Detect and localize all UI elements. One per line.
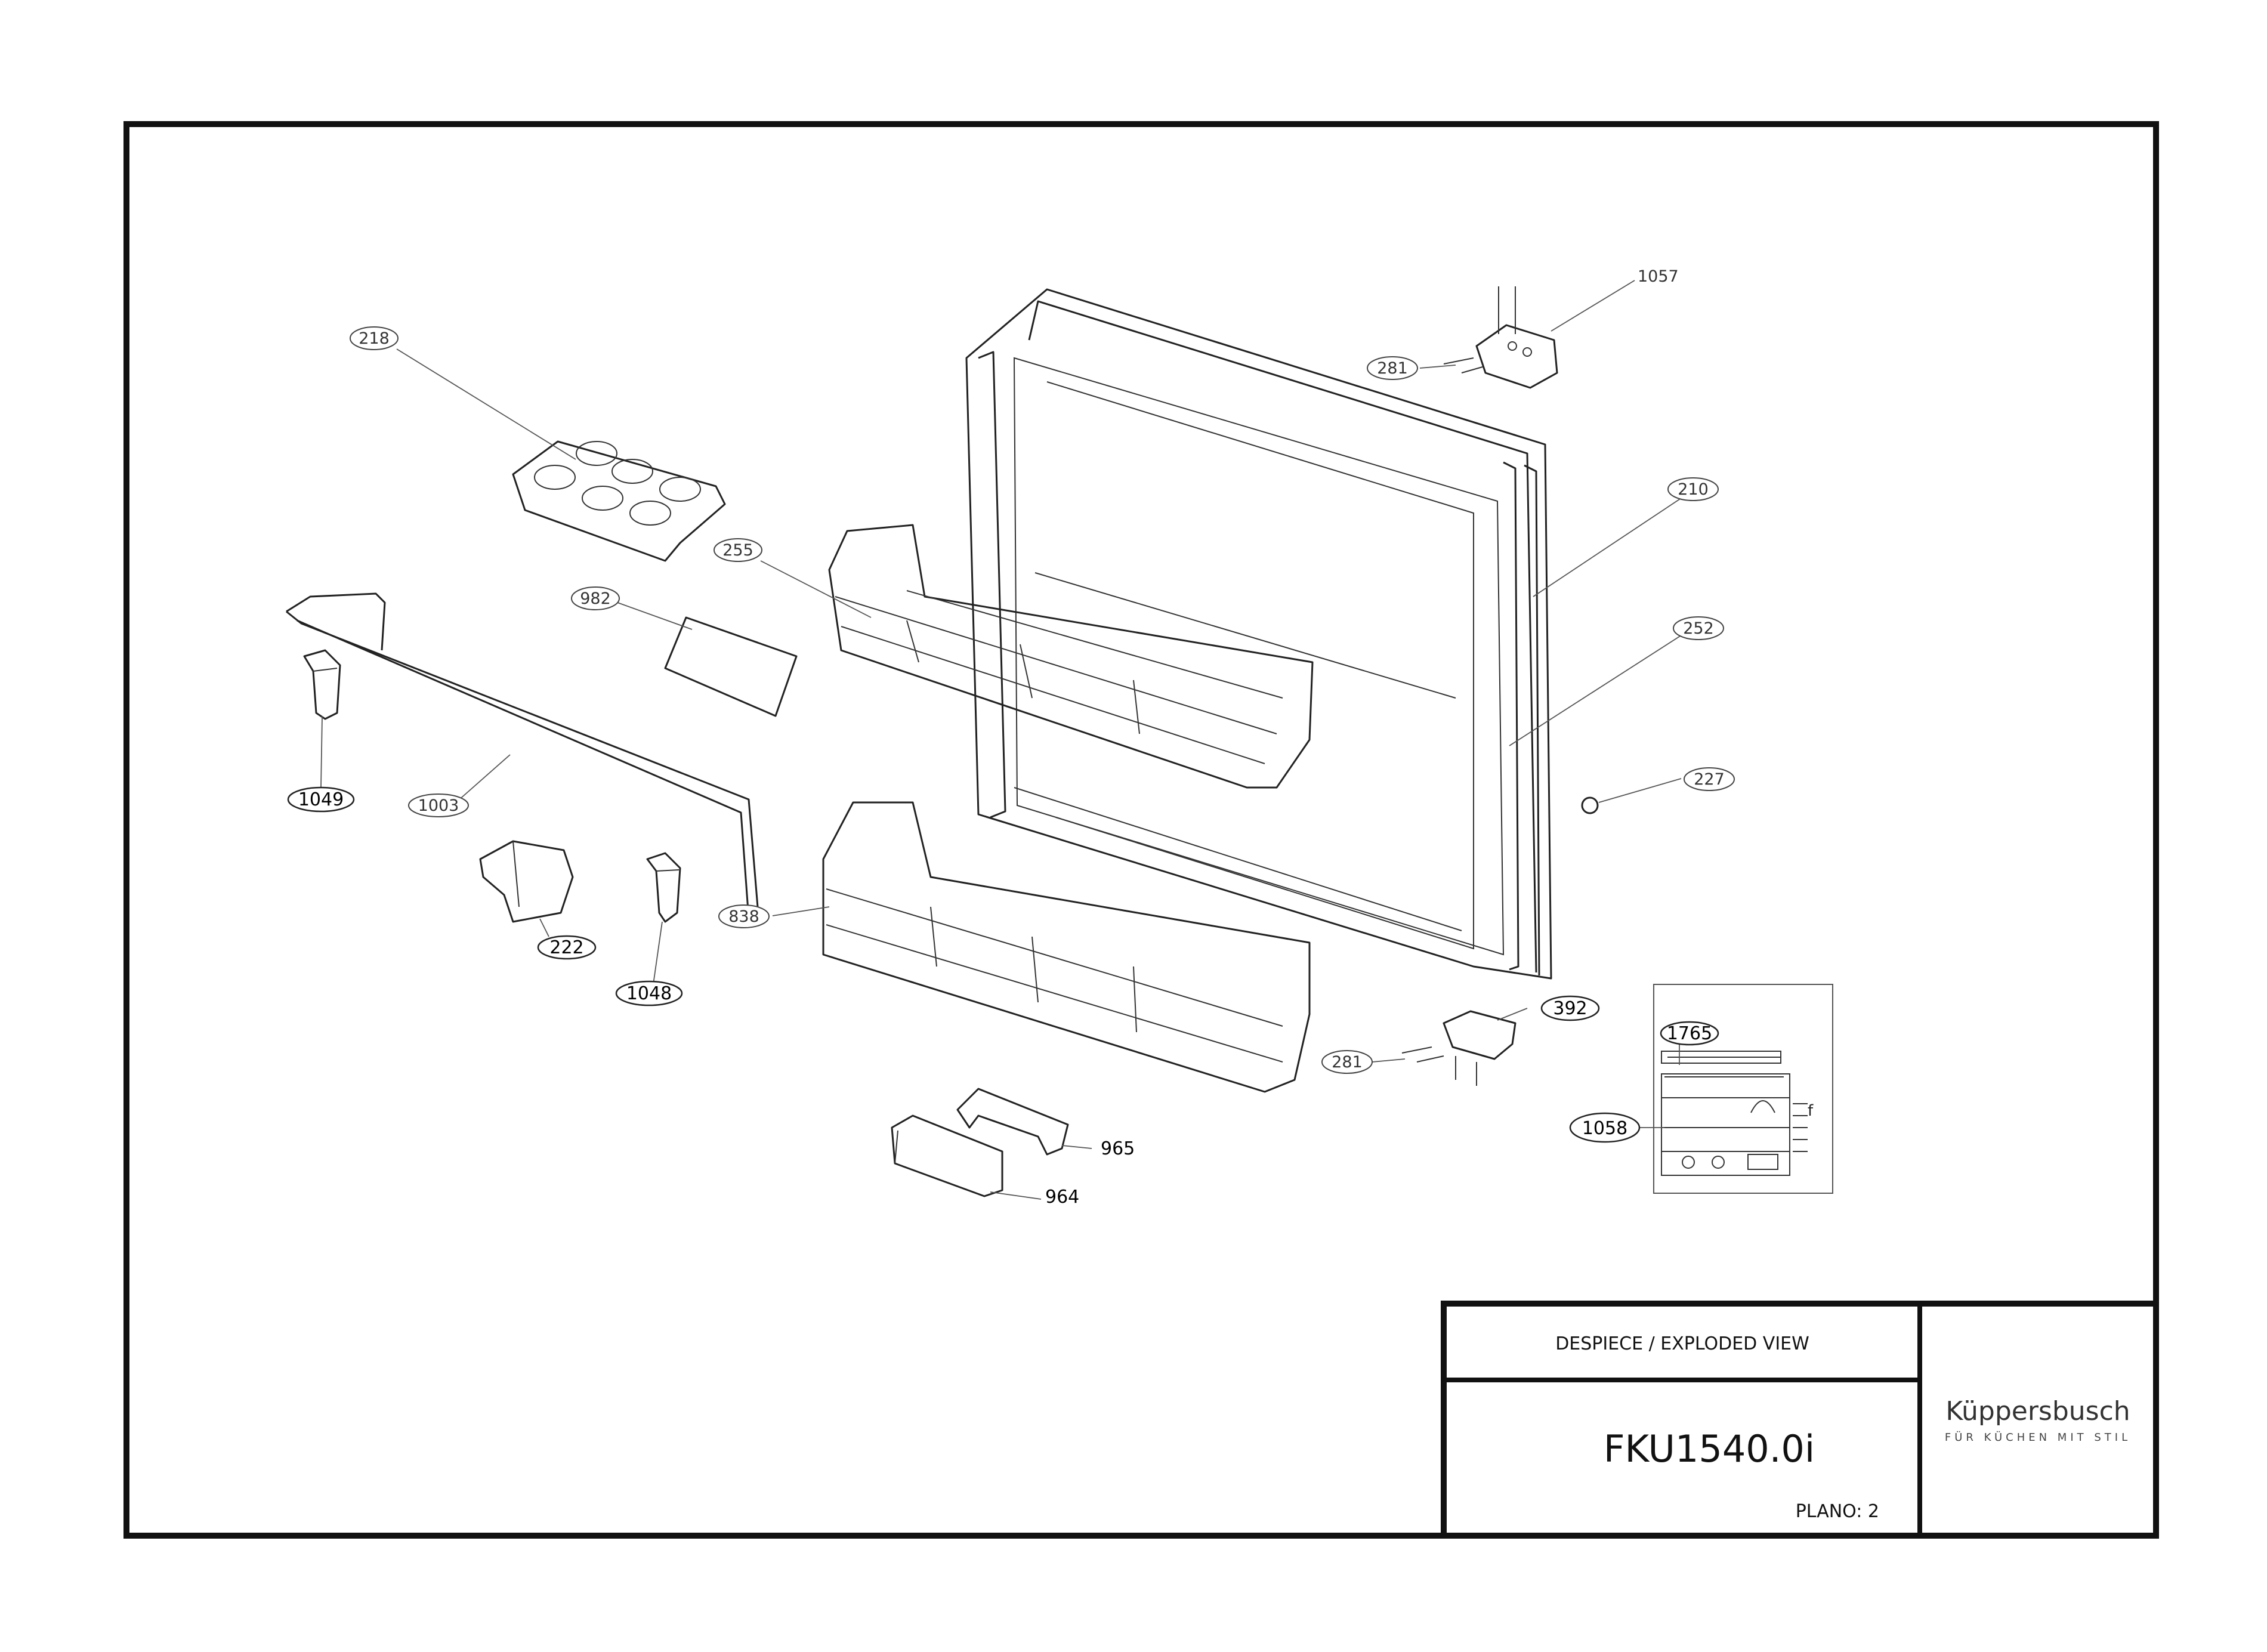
callout-1049: 1049: [287, 786, 355, 813]
flap-part: [664, 616, 798, 717]
callout-222-label: 222: [549, 937, 583, 958]
callout-218: 218: [350, 326, 399, 350]
callout-1003: 1003: [408, 793, 469, 817]
lower-door-shelf-part: [822, 801, 1311, 1093]
callout-982-label: 982: [580, 589, 611, 608]
model-number: FKU1540.0i: [1604, 1427, 1815, 1471]
door-frame-part: [965, 288, 1552, 980]
callout-218-label: 218: [359, 329, 390, 348]
control-panel-inset: f: [1653, 984, 1833, 1194]
hinge-1057-part: [1443, 286, 1558, 389]
callout-964: 964: [1045, 1187, 1079, 1208]
callout-964-label: 964: [1045, 1187, 1079, 1208]
callout-965: 965: [1101, 1138, 1135, 1159]
callout-392: 392: [1540, 995, 1600, 1021]
callout-252-label: 252: [1683, 619, 1714, 638]
callout-255-label: 255: [722, 541, 753, 560]
callout-1058: 1058: [1569, 1112, 1641, 1143]
clip-1049-part: [303, 649, 341, 720]
plug-227-part: [1581, 796, 1599, 814]
view-label: DESPIECE / EXPLODED VIEW: [1555, 1333, 1809, 1354]
callout-1058-label: 1058: [1582, 1118, 1627, 1139]
upper-door-shelf-part: [828, 524, 1314, 789]
brand-tagline: FÜR KÜCHEN MIT STIL: [1945, 1431, 2131, 1444]
callout-210: 210: [1667, 477, 1719, 501]
callout-1765: 1765: [1660, 1021, 1719, 1046]
callout-227-label: 227: [1694, 770, 1725, 789]
egg-tray-part: [512, 440, 726, 562]
callout-281-top: 281: [1367, 356, 1418, 380]
drawing-frame: [123, 121, 2159, 1539]
callout-1057-label: 1057: [1638, 267, 1679, 286]
callout-255: 255: [714, 538, 762, 562]
bracket-222-part: [479, 840, 574, 923]
callout-1765-label: 1765: [1667, 1023, 1712, 1044]
callout-281-bottom: 281: [1321, 1050, 1373, 1074]
callout-1049-label: 1049: [298, 789, 344, 810]
callout-982: 982: [571, 586, 620, 610]
callout-838-label: 838: [728, 907, 759, 926]
brand-logo: Küppersbusch: [1945, 1396, 2130, 1426]
hinge-392-part: [1401, 1010, 1517, 1086]
callout-281-bottom-label: 281: [1332, 1053, 1363, 1072]
rail-part: [286, 592, 759, 919]
cover-964-part: [891, 1114, 1003, 1197]
callout-838: 838: [718, 904, 770, 928]
clip-1048-part: [646, 852, 681, 923]
sheet-number: PLANO: 2: [1796, 1501, 1879, 1522]
callout-281-top-label: 281: [1377, 359, 1408, 378]
callout-1057: 1057: [1638, 267, 1679, 286]
callout-222: 222: [537, 935, 597, 960]
cover-965-part: [956, 1088, 1069, 1156]
callout-965-label: 965: [1101, 1138, 1135, 1159]
callout-210-label: 210: [1678, 480, 1709, 499]
callout-1003-label: 1003: [418, 796, 459, 815]
callout-1048: 1048: [615, 980, 683, 1006]
title-block: DESPIECE / EXPLODED VIEW FKU1540.0i PLAN…: [1441, 1301, 2159, 1539]
callout-392-label: 392: [1553, 998, 1587, 1019]
callout-1048-label: 1048: [626, 983, 672, 1004]
callout-227: 227: [1684, 767, 1735, 791]
svg-text:f: f: [1808, 1102, 1814, 1120]
callout-252: 252: [1673, 616, 1724, 640]
leader-lines: [320, 280, 1682, 1200]
